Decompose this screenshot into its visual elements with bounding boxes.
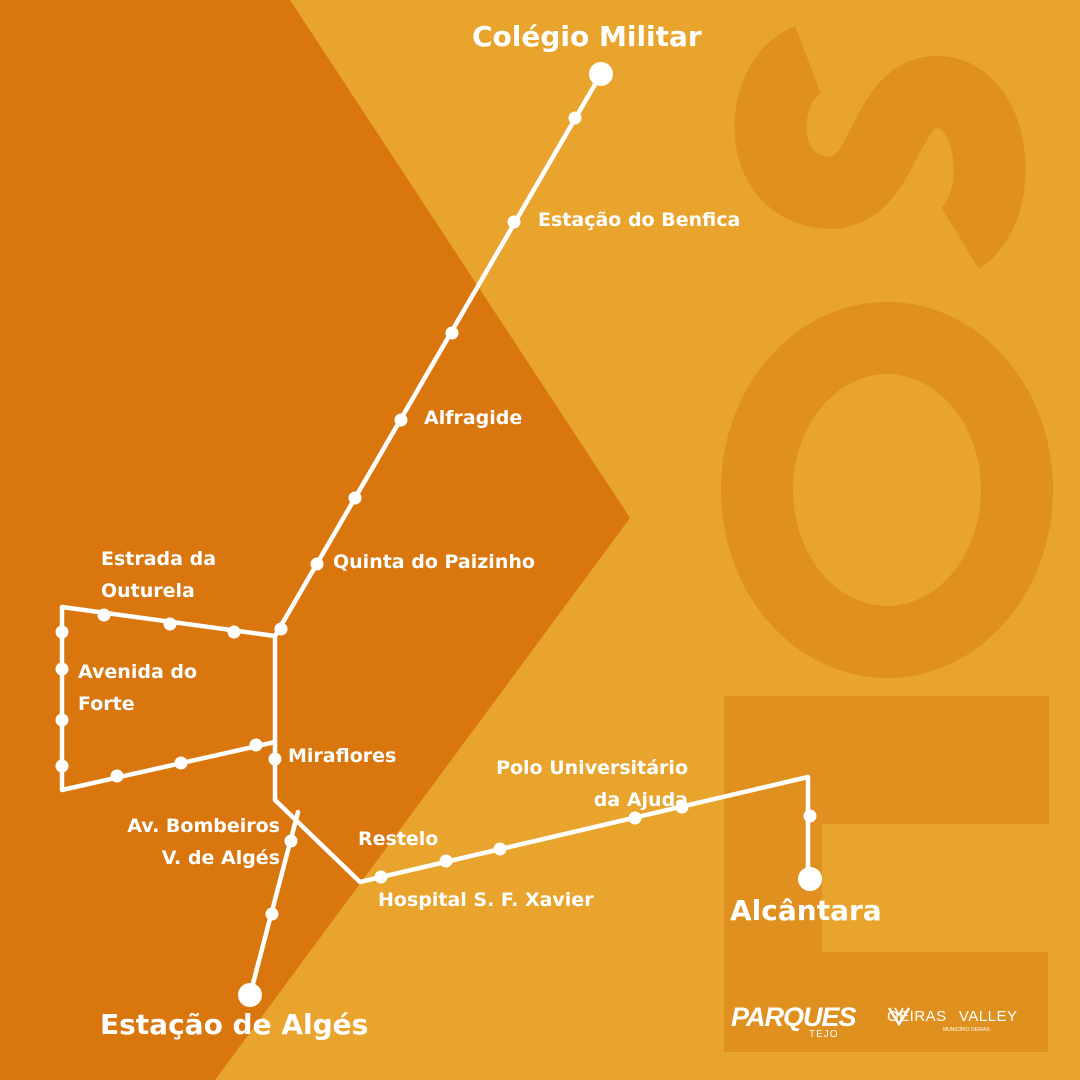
parques-logo-text: PARQUES: [731, 1002, 857, 1032]
stop-label-restelo: Restelo: [358, 828, 439, 850]
stop-label-estacao-do-benfica: Estação do Benfica: [538, 209, 741, 231]
stop-dot-estrada-da-outurela: [97, 608, 111, 622]
stop-dot-restelo: [439, 854, 453, 868]
municipio-logo-text: MUNICÍPIO OEIRAS: [943, 1027, 990, 1033]
stop-dot: [55, 625, 69, 639]
stop-label-avenida-do-forte: Avenida do Forte: [78, 656, 197, 720]
stop-label-hospital: Hospital S. F. Xavier: [378, 889, 594, 911]
valley-logo-text: VALLEY: [958, 1008, 1018, 1025]
stop-dot-avenida-do-forte: [55, 662, 69, 676]
stop-dot: [55, 759, 69, 773]
stop-label-quinta-do-paizinho: Quinta do Paizinho: [333, 551, 535, 573]
stop-label-av-bombeiros: Av. Bombeiros V. de Algés: [108, 810, 280, 874]
oeiras-valley-logo: OEIRAS VALLEY MUNICÍPIO OEIRAS: [887, 1006, 1017, 1033]
watermark-letter-l-foot: [822, 952, 1048, 1052]
stop-dot: [803, 809, 817, 823]
terminal-dot-colegio-militar: [589, 62, 613, 86]
route-stops: [55, 62, 822, 1007]
terminal-label-colegio-militar: Colégio Militar: [472, 20, 702, 53]
stop-dot-quinta-do-paizinho: [310, 557, 324, 571]
parques-logo-subtext: TEJO: [809, 1029, 839, 1040]
stop-dot-polo-universitario: [675, 800, 689, 814]
stop-label-line: Polo Universitário: [496, 757, 688, 779]
stop-dot: [174, 756, 188, 770]
parques-tejo-logo: PARQUES TEJO: [731, 1002, 857, 1040]
stop-dot: [568, 111, 582, 125]
stop-label-line: V. de Algés: [161, 847, 280, 869]
stop-dot: [249, 738, 263, 752]
route-main-line: [272, 71, 811, 885]
stop-label-line: Estrada da: [101, 548, 217, 570]
stop-dot-alfragide: [394, 413, 408, 427]
stop-dot: [274, 622, 288, 636]
stop-dot-estacao-do-benfica: [507, 215, 521, 229]
stop-dot: [628, 811, 642, 825]
stop-dot-av-bombeiros: [284, 834, 298, 848]
watermark-letter-s: [734, 26, 1026, 269]
sol-watermark: [721, 26, 1053, 1052]
stop-label-alfragide: Alfragide: [424, 407, 523, 429]
arrow-shape: [0, 0, 630, 1080]
stop-label-miraflores: Miraflores: [288, 745, 397, 767]
stop-dot: [55, 713, 69, 727]
stop-dot-miraflores: [268, 752, 282, 766]
stop-dot: [445, 326, 459, 340]
stop-dot: [348, 491, 362, 505]
stop-label-line: Outurela: [101, 580, 195, 602]
stop-dot-hospital: [374, 870, 388, 884]
stop-label-polo-universitario: Polo Universitário da Ajuda: [450, 752, 688, 816]
stop-label-line: Forte: [78, 693, 135, 715]
stop-dot: [265, 907, 279, 921]
terminal-dot-estacao-de-alges: [238, 983, 262, 1007]
stop-label-line: da Ajuda: [593, 789, 688, 811]
terminal-label-alcantara: Alcântara: [730, 894, 882, 927]
stop-label-line: Av. Bombeiros: [127, 815, 280, 837]
watermark-letter-o: [721, 302, 1053, 678]
stop-label-line: Avenida do: [78, 661, 198, 683]
stop-label-estrada-da-outurela: Estrada da Outurela: [101, 543, 216, 607]
stop-dot: [163, 617, 177, 631]
stop-dot: [227, 625, 241, 639]
stop-dot: [110, 769, 124, 783]
terminal-label-estacao-de-alges: Estação de Algés: [100, 1008, 369, 1041]
terminal-dot-alcantara: [798, 867, 822, 891]
stop-dot: [493, 842, 507, 856]
